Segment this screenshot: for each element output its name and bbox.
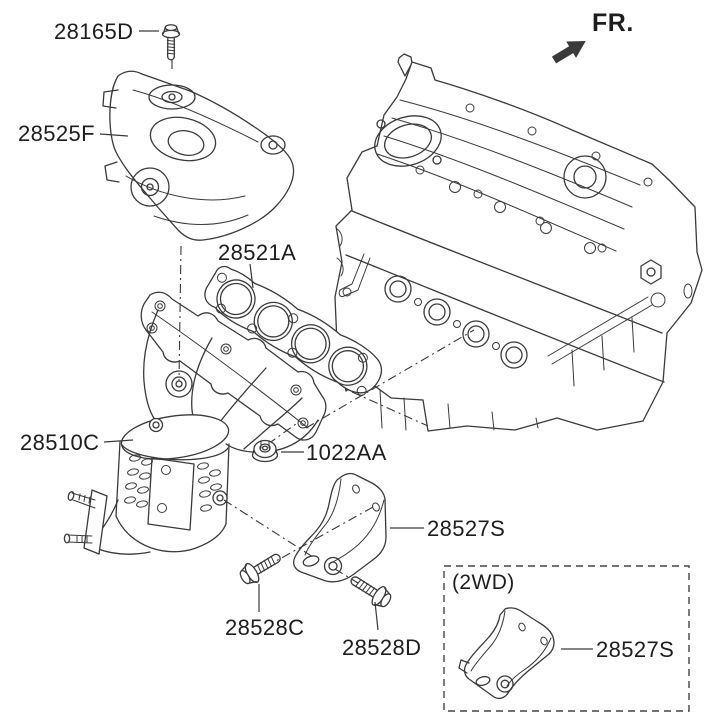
part-label-28527s: 28527S [427,516,506,541]
nut-1022aa-drawing [253,441,278,462]
part-label-28525f: 28525F [18,121,96,146]
part-label-28510c: 28510C [20,430,100,455]
bolt-28165d-drawing [162,24,180,61]
part-label-28528c: 28528C [225,615,305,640]
assembly-centerlines [172,60,474,583]
variant-2wd-box [444,566,689,711]
bolt-28528c-drawing [235,546,286,589]
engine-block-drawing [335,54,702,431]
fr-direction-label: FR. [592,9,634,37]
exhaust-manifold-drawing [64,292,325,554]
variant-part-label-28527s: 28527S [596,637,675,662]
part-label-1022aa: 1022AA [306,440,387,465]
variant-support-bracket-drawing [459,608,554,698]
part-label-28528d: 28528D [342,635,422,660]
manifold-gasket-drawing [198,261,390,402]
support-bracket-drawing [294,474,386,582]
part-label-28521a: 28521A [218,240,297,265]
heat-shield-drawing [103,71,293,240]
variant-2wd-caption: (2WD) [452,571,515,594]
bolt-28528d-drawing [345,569,396,612]
fr-direction-arrow-icon [551,40,586,64]
leader-lines [100,31,593,649]
part-label-28165d: 28165D [54,19,134,44]
